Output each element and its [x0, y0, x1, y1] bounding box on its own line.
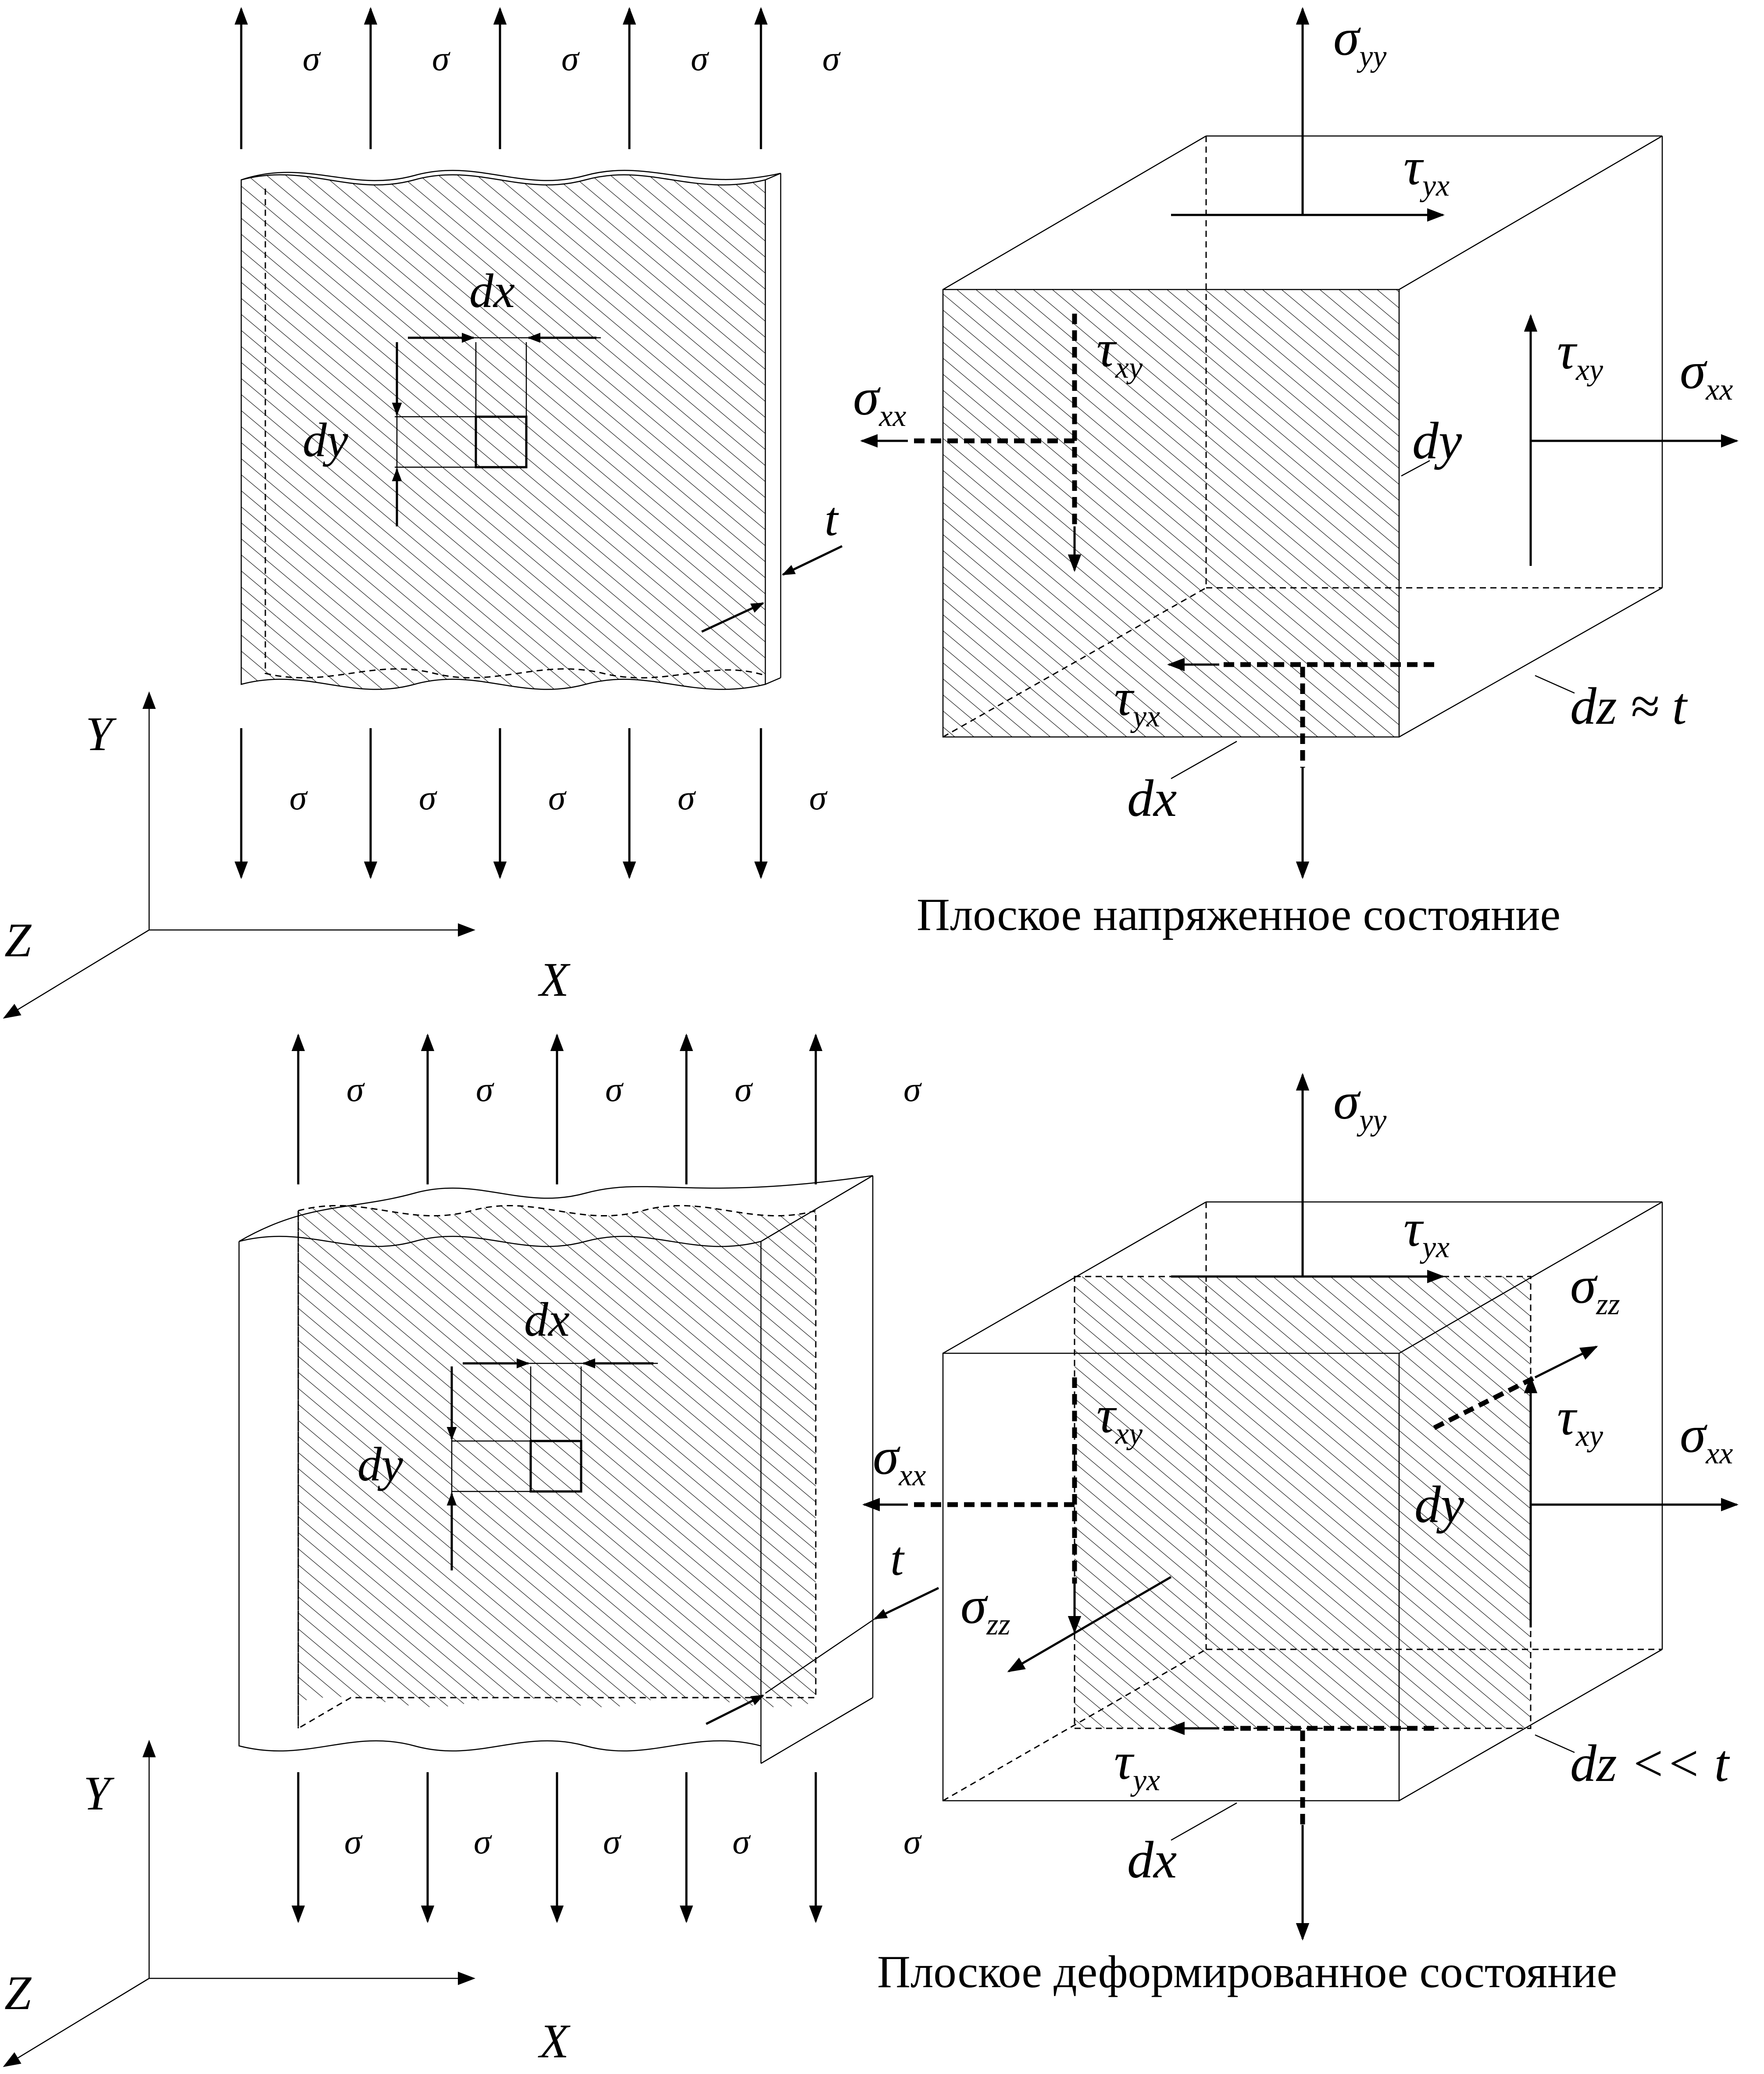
sigma-zz-right-arrow-icon [1534, 1345, 1598, 1379]
sigma-zz-left-label: σzz [961, 1576, 1011, 1641]
sigma-label: σ [735, 1070, 753, 1109]
plane-strain-panel: σ σ σ σ σ [3, 1033, 1739, 2068]
thick-plate: dx dy t [238, 1175, 939, 1764]
thin-plate: dx dy t [240, 170, 843, 690]
sigma-label: σ [476, 1070, 494, 1109]
t-label: t [890, 1532, 905, 1585]
coordinate-axes: Y X Z [3, 691, 571, 1019]
axis-z-label: Z [4, 913, 32, 967]
element-square [529, 1440, 582, 1493]
dx-cube-label: dx [1127, 1831, 1177, 1889]
axis-x-label: X [538, 953, 571, 1006]
sigma-yy-label: σyy [1333, 8, 1387, 73]
dx-label: dx [524, 1293, 570, 1346]
sigma-label: σ [903, 1070, 922, 1109]
plane-stress-caption: Плоское напряженное состояние [917, 889, 1560, 940]
dy-cube-label: dy [1414, 1475, 1464, 1534]
bottom-sigma-labels: σ σ σ σ σ [289, 779, 828, 817]
coordinate-axes-2: Y X Z [3, 1740, 571, 2068]
sigma-xx-right-label: σxx [1680, 341, 1733, 407]
axis-y-label: Y [86, 707, 117, 761]
thickness-arrow-icon [782, 545, 843, 576]
sigma-label: σ [732, 1823, 751, 1861]
sigma-label: σ [691, 39, 709, 78]
tau-xy-right-label: τxy [1557, 322, 1603, 387]
thickness-arrow-icon [874, 1587, 939, 1620]
bottom-load-arrows-down [234, 728, 768, 879]
sigma-label: σ [903, 1823, 922, 1861]
dx-cube-label: dx [1127, 769, 1177, 827]
top-sigma-labels-2: σ σ σ σ σ [346, 1070, 922, 1109]
sigma-xx-left-label: σxx [853, 368, 906, 433]
sigma-xx-right-label: σxx [1680, 1405, 1733, 1470]
sigma-label: σ [344, 1823, 363, 1861]
t-label: t [825, 492, 839, 546]
plate-section [298, 1205, 816, 1707]
dy-label: dy [357, 1437, 403, 1491]
sigma-label: σ [548, 779, 567, 817]
top-load-arrows-up [234, 7, 768, 149]
stress-cube-plane-stress: σyy τyx σxx τxy σxx τxy dy τyx [853, 7, 1739, 879]
plane-strain-caption: Плоское деформированное состояние [877, 1946, 1617, 1997]
bottom-sigma-labels-2: σ σ σ σ σ [344, 1823, 922, 1861]
sigma-label: σ [605, 1070, 624, 1109]
sigma-label: σ [289, 779, 308, 817]
sigma-label: σ [474, 1823, 492, 1861]
tau-yx-bottom-label: τyx [1114, 668, 1160, 733]
stress-cube-plane-strain: σyy τyx σzz σxx τxy σzz σxx τxy dy [862, 1072, 1739, 1941]
sigma-label: σ [561, 39, 580, 78]
top-sigma-labels: σ σ σ σ σ [303, 39, 841, 78]
dx-label: dx [469, 264, 515, 318]
plane-stress-panel: σ σ σ σ σ dx dy [3, 7, 1739, 1019]
axis-y-label: Y [83, 1766, 114, 1820]
z-axis-arrow-icon [3, 1977, 150, 2067]
cube-mid-section [1075, 1277, 1531, 1728]
sigma-label: σ [303, 39, 321, 78]
tau-xy-left-label: τxy [1096, 319, 1143, 385]
bottom-load-arrows-down-2 [291, 1772, 823, 1923]
sigma-zz-right-label: σzz [1570, 1256, 1620, 1321]
sigma-label: σ [419, 779, 437, 817]
dz-approx-t-label: dz ≈ t [1570, 677, 1688, 735]
cube-front-face [943, 290, 1399, 737]
sigma-label: σ [809, 779, 828, 817]
top-load-arrows-up-2 [291, 1033, 823, 1184]
thickness-arrow-icon [701, 602, 764, 633]
sigma-xx-left-label: σxx [873, 1427, 926, 1492]
sigma-label: σ [822, 39, 841, 78]
sigma-label: σ [603, 1823, 621, 1861]
sigma-yy-label: σyy [1333, 1072, 1387, 1137]
sigma-label: σ [432, 39, 450, 78]
thickness-arrow-icon [705, 1694, 764, 1725]
element-square [475, 415, 528, 468]
tau-xy-right-label: τxy [1557, 1387, 1603, 1453]
tau-yx-top-label: τyx [1403, 1199, 1450, 1264]
tau-yx-bottom-label: τyx [1114, 1732, 1160, 1797]
sigma-zz-left-arrow-icon [1007, 1576, 1172, 1673]
dy-cube-label: dy [1412, 411, 1462, 470]
axis-x-label: X [538, 2014, 571, 2068]
tau-yx-top-label: τyx [1403, 137, 1450, 203]
plate-face [241, 175, 765, 690]
dz-much-less-t-label: dz << t [1570, 1734, 1730, 1792]
sigma-label: σ [678, 779, 696, 817]
dy-label: dy [303, 413, 348, 467]
z-axis-arrow-icon [3, 929, 150, 1019]
axis-z-label: Z [4, 1966, 32, 2020]
tau-xy-left-label: τxy [1096, 1385, 1143, 1451]
sigma-label: σ [346, 1070, 365, 1109]
